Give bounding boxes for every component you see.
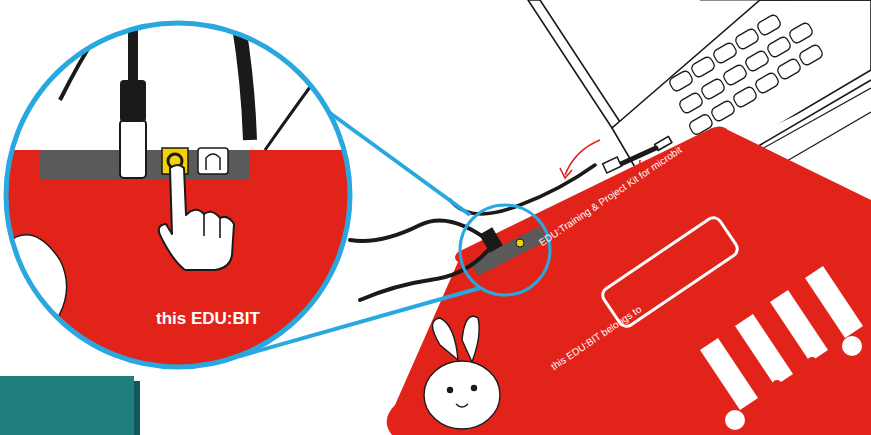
owner-label-zoom: this EDU:BIT <box>156 310 260 329</box>
usb-cables <box>350 148 656 300</box>
edubit-board <box>387 126 871 435</box>
zoom-circle <box>6 23 350 367</box>
zoom-source-circle <box>460 205 550 295</box>
zoom-view <box>0 0 360 390</box>
teal-bar <box>0 376 140 435</box>
